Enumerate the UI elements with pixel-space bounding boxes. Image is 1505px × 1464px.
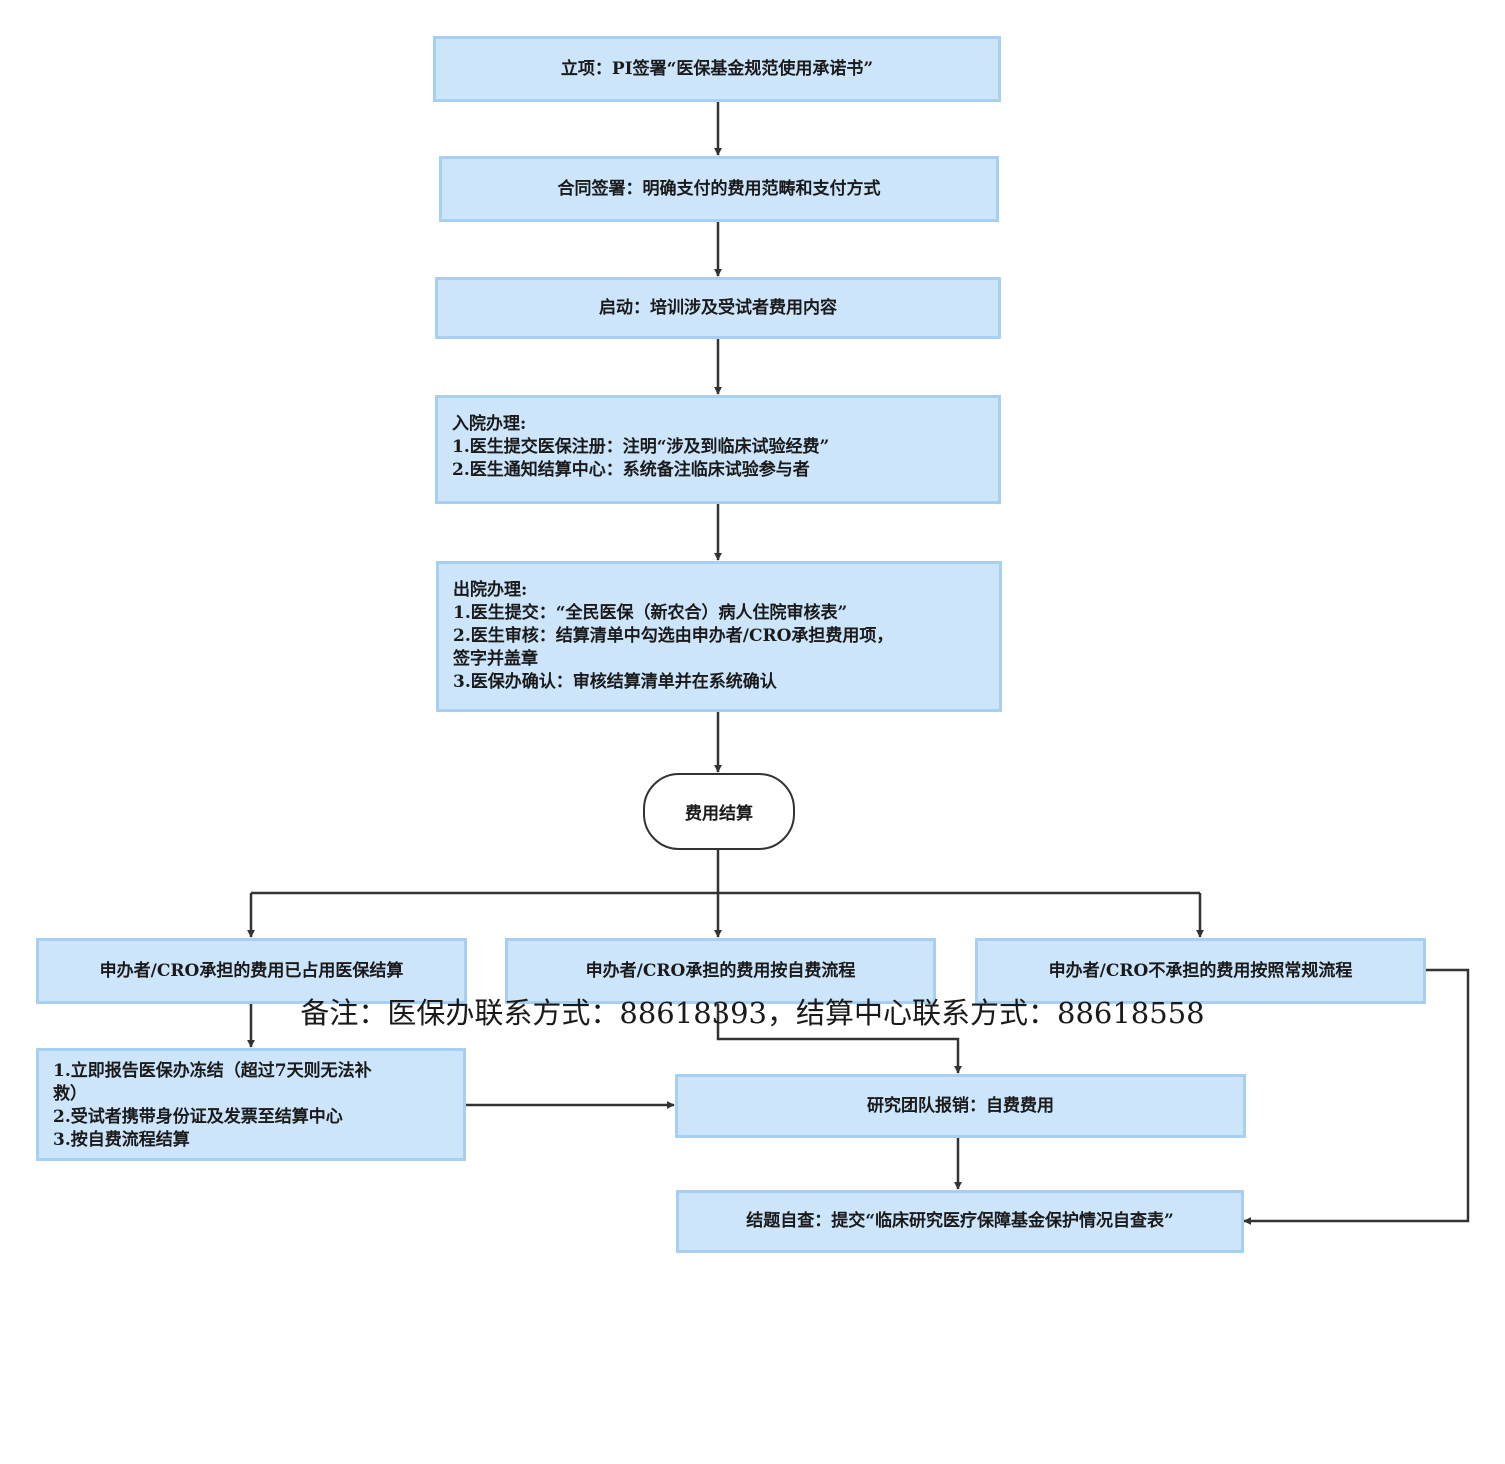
settlement-terminal: 费用结算 <box>643 773 795 850</box>
step-contract-signing: 合同签署：明确支付的费用范畴和支付方式 <box>439 156 999 222</box>
step-discharge: 出院办理: 1.医生提交：“全民医保（新农合）病人住院审核表” 2.医生审核：结… <box>436 561 1002 712</box>
remedy-line-1: 1.立即报告医保办冻结（超过7天则无法补 <box>53 1061 372 1081</box>
settlement-terminal-text: 费用结算 <box>685 804 753 824</box>
step-admission: 入院办理: 1.医生提交医保注册：注明“涉及到临床试验经费” 2.医生通知结算中… <box>435 395 1001 504</box>
branch-left-text: 申办者/CRO承担的费用已占用医保结算 <box>99 960 404 981</box>
closing-self-check: 结题自查：提交“临床研究医疗保障基金保护情况自查表” <box>676 1190 1244 1253</box>
contact-note: 备注：医保办联系方式：88618393，结算中心联系方式：88618558 <box>300 996 1205 1030</box>
branch-middle-text: 申办者/CRO承担的费用按自费流程 <box>585 960 856 981</box>
step-discharge-line-2: 2.医生审核：结算清单中勾选由申办者/CRO承担费用项， <box>453 626 894 646</box>
remedy-line-3: 2.受试者携带身份证及发票至结算中心 <box>53 1107 343 1127</box>
remedy-steps: 1.立即报告医保办冻结（超过7天则无法补 救） 2.受试者携带身份证及发票至结算… <box>36 1048 466 1161</box>
branch-middle-self-pay: 申办者/CRO承担的费用按自费流程 <box>505 938 936 1004</box>
step-admission-line-1: 1.医生提交医保注册：注明“涉及到临床试验经费” <box>452 437 830 457</box>
branch-left-used-insurance: 申办者/CRO承担的费用已占用医保结算 <box>36 938 467 1004</box>
remedy-line-2: 救） <box>53 1084 87 1104</box>
step-project-approval-text: 立项：PI签署“医保基金规范使用承诺书” <box>560 58 874 79</box>
team-reimbursement: 研究团队报销：自费费用 <box>675 1074 1246 1138</box>
arrow-middle-branch-to-reimbursement <box>716 1003 962 1074</box>
step-contract-signing-text: 合同签署：明确支付的费用范畴和支付方式 <box>557 178 881 199</box>
remedy-line-4: 3.按自费流程结算 <box>53 1130 190 1150</box>
step-kickoff: 启动：培训涉及受试者费用内容 <box>435 277 1001 339</box>
step-admission-title: 入院办理: <box>452 414 527 434</box>
arrow-right-branch-to-closing <box>1243 968 1470 1225</box>
team-reimbursement-text: 研究团队报销：自费费用 <box>867 1095 1054 1116</box>
step-admission-line-2: 2.医生通知结算中心：系统备注临床试验参与者 <box>452 460 810 480</box>
closing-self-check-text: 结题自查：提交“临床研究医疗保障基金保护情况自查表” <box>746 1211 1174 1231</box>
step-project-approval: 立项：PI签署“医保基金规范使用承诺书” <box>433 36 1001 102</box>
step-discharge-line-3: 签字并盖章 <box>453 649 538 669</box>
step-kickoff-text: 启动：培训涉及受试者费用内容 <box>599 297 837 318</box>
branch-right-text: 申办者/CRO不承担的费用按照常规流程 <box>1048 960 1353 981</box>
step-discharge-line-4: 3.医保办确认：审核结算清单并在系统确认 <box>453 672 777 692</box>
step-discharge-line-1: 1.医生提交：“全民医保（新农合）病人住院审核表” <box>453 603 848 623</box>
step-discharge-title: 出院办理: <box>453 580 528 600</box>
branch-right-routine: 申办者/CRO不承担的费用按照常规流程 <box>975 938 1426 1004</box>
